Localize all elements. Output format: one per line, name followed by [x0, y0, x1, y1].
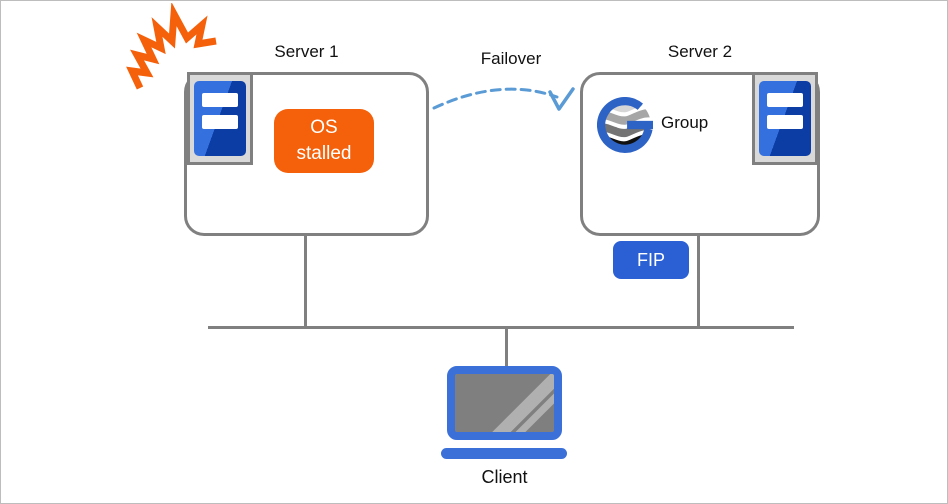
server-tower-body [759, 81, 811, 156]
client-label: Client [481, 467, 528, 487]
server-tower-icon [752, 72, 818, 165]
network-line-server1 [304, 234, 307, 328]
network-line-server2 [697, 234, 700, 328]
laptop-base [441, 448, 567, 459]
network-line-client [505, 329, 508, 371]
laptop-icon [447, 366, 562, 440]
group-globe-icon [597, 97, 653, 153]
server-drive-slot [767, 93, 803, 107]
server-tower-icon [187, 72, 253, 165]
server1-box: OS stalled [184, 72, 429, 236]
server-tower-body [194, 81, 246, 156]
group-label: Group [661, 113, 709, 132]
server2-title: Server 2 [667, 42, 733, 61]
failover-arrow [432, 87, 575, 111]
server-drive-slot [202, 115, 238, 129]
os-stalled-badge: OS stalled [274, 109, 374, 173]
server-drive-slot [202, 93, 238, 107]
server-drive-slot [767, 115, 803, 129]
fip-badge: FIP [613, 241, 689, 279]
crash-burst-icon [126, 3, 217, 90]
server2-box: Group [580, 72, 820, 236]
server1-title: Server 1 [274, 42, 339, 61]
failover-label: Failover [480, 49, 542, 68]
network-line-horizontal [208, 326, 794, 329]
